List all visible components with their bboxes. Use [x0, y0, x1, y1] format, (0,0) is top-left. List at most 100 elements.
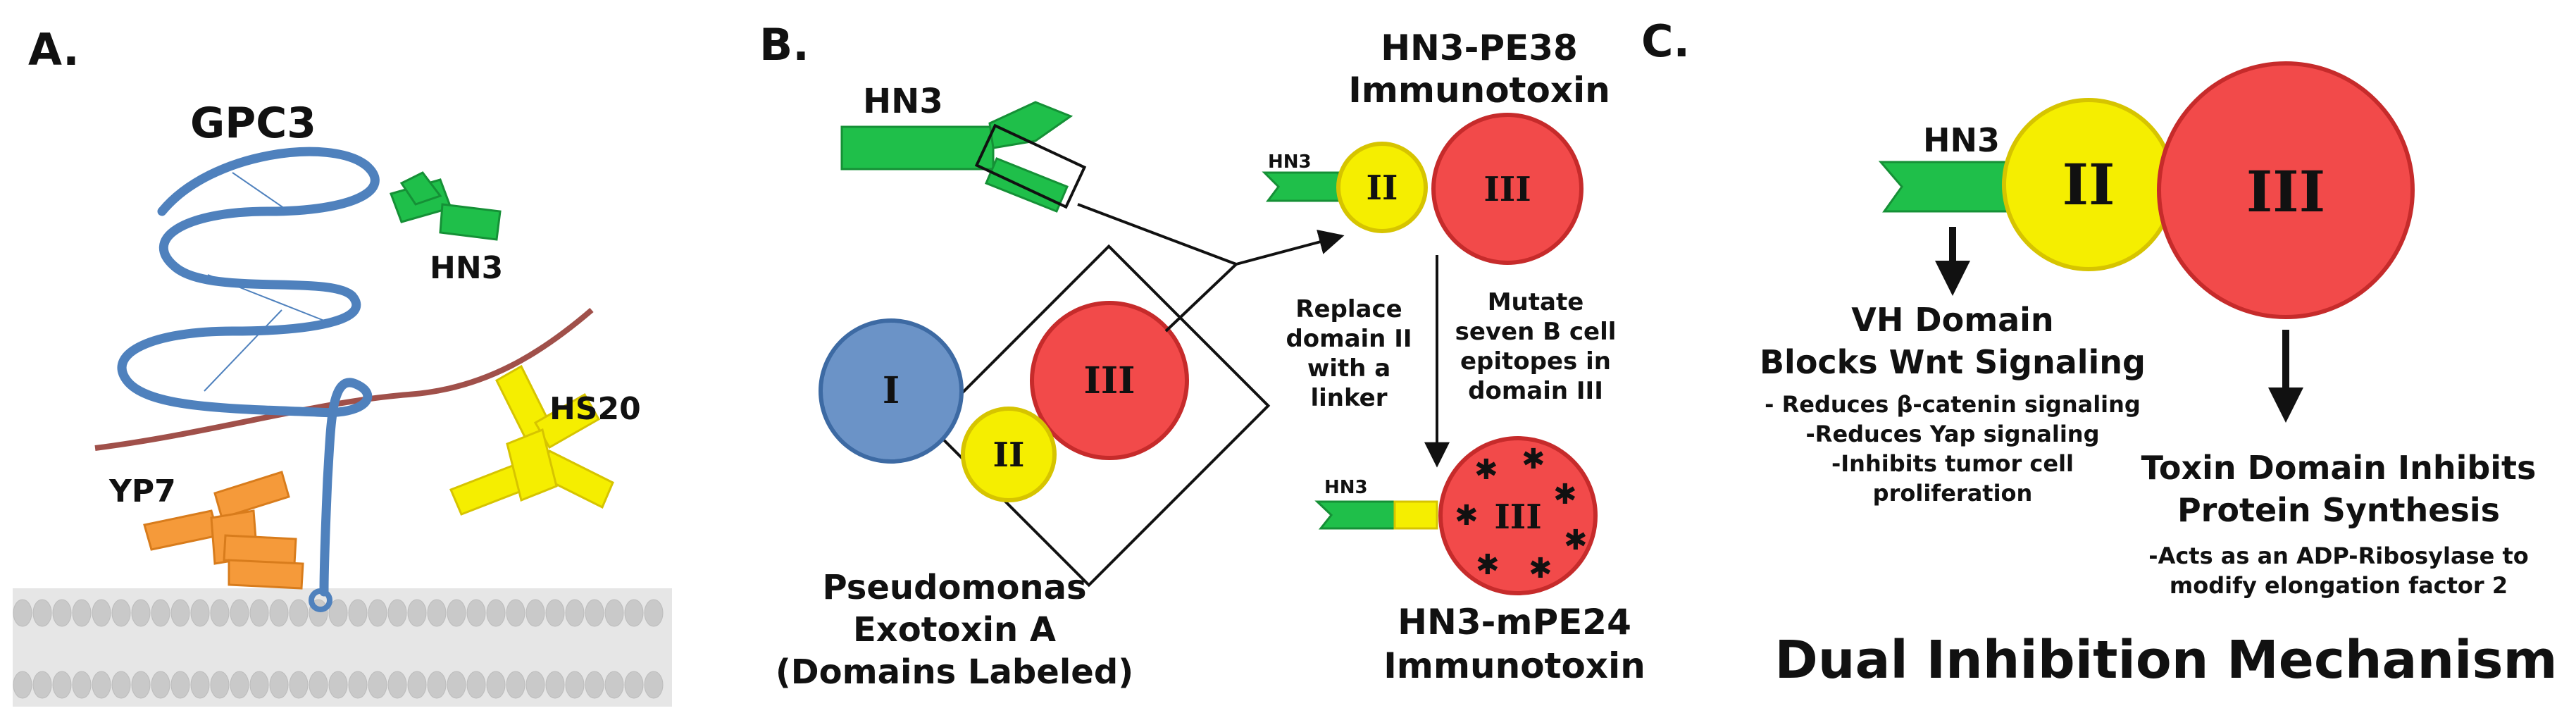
membrane-lipid-head: [525, 599, 545, 627]
exotoxin-domain-i: [819, 318, 964, 464]
membrane-lipid-head: [230, 599, 249, 627]
membrane-lipid-head: [131, 599, 151, 627]
exotoxin-domain-i-label: I: [883, 369, 900, 412]
mutate-text-line1: Mutate: [1488, 288, 1584, 316]
svg-text:✱: ✱: [1476, 549, 1500, 581]
membrane-lipid-head: [466, 671, 486, 699]
mutate-text-line2: seven B cell: [1455, 318, 1617, 346]
svg-text:✱: ✱: [1474, 454, 1498, 486]
membrane-lipid-head: [348, 599, 368, 627]
membrane-lipid-head: [72, 671, 92, 699]
membrane-lipid-head: [604, 671, 624, 699]
membrane-lipid-head: [565, 671, 585, 699]
membrane-lipid-head: [13, 599, 32, 627]
membrane-lipid-head: [427, 671, 447, 699]
vh-to-fusion-line: [1077, 203, 1237, 266]
membrane-lipid-head: [447, 599, 466, 627]
replace-text-line4: linker: [1310, 384, 1387, 412]
membrane-lipid-head: [387, 599, 407, 627]
pe38-domain-iii: [1431, 113, 1583, 265]
membrane-lipid-head: [447, 671, 466, 699]
pe38-title-line2: Immunotoxin: [1348, 70, 1610, 111]
membrane-lipid-head: [407, 599, 427, 627]
panel-a: A. GPC3 HN3: [13, 24, 672, 707]
membrane-lipid-head: [111, 599, 131, 627]
exotoxin-domain-ii-label: II: [993, 435, 1025, 475]
exotoxin-title-line2: Exotoxin A: [853, 610, 1056, 650]
membrane-lipid-head: [249, 671, 269, 699]
toxin-title-line1: Toxin Domain Inhibits: [2141, 449, 2537, 487]
vh-title-line2: Blocks Wnt Signaling: [1760, 343, 2146, 381]
membrane-lipid-head: [170, 599, 190, 627]
panel-c: C. HN3 II III VH Domain Blocks Wnt Signa…: [1641, 16, 2558, 690]
membrane-lipid-head: [545, 599, 565, 627]
membrane-lipid-head: [506, 671, 525, 699]
membrane-lipid-head: [151, 599, 170, 627]
membrane-lipid-head: [348, 671, 368, 699]
exotoxin-domain-iii-label: III: [1084, 359, 1135, 402]
membrane-lipid-head: [92, 599, 111, 627]
membrane-beads-top: [13, 599, 664, 627]
toxin-domain-iii-label-panel-c: III: [2246, 159, 2325, 225]
membrane-lipid-head: [269, 599, 289, 627]
membrane-lipid-head: [387, 671, 407, 699]
pe38-domain-iii-label: III: [1483, 170, 1531, 209]
membrane-lipid-head: [13, 671, 32, 699]
mpe24-domain-iii-label: III: [1494, 497, 1541, 537]
replace-text-line2: domain II: [1286, 325, 1412, 353]
replace-text-line3: with a: [1307, 354, 1390, 383]
hn3-antibody-panel-a: [390, 171, 502, 241]
membrane-lipid-head: [32, 671, 52, 699]
membrane-lipid-head: [604, 599, 624, 627]
membrane-lipid-head: [190, 599, 210, 627]
membrane-lipid-head: [72, 599, 92, 627]
membrane-lipid-head: [624, 671, 644, 699]
membrane-lipid-head: [230, 671, 249, 699]
mutate-text-line4: domain III: [1468, 377, 1603, 405]
membrane-lipid-head: [565, 599, 585, 627]
membrane-lipid-head: [151, 671, 170, 699]
membrane-lipid-head: [644, 599, 664, 627]
vh-bullet-3-line1: -Inhibits tumor cell: [1831, 450, 2074, 477]
membrane-lipid-head: [52, 671, 72, 699]
hs20-label: HS20: [549, 391, 641, 427]
domain-ii-iii-selection-box: [927, 244, 1271, 588]
membrane-lipid-head: [328, 599, 348, 627]
membrane-lipid-head: [368, 671, 387, 699]
membrane-lipid-head: [368, 599, 387, 627]
membrane-lipid-head: [644, 671, 664, 699]
mpe24-linker: [1393, 500, 1438, 530]
panel-b-letter: B.: [759, 19, 809, 70]
hn3-label-panel-a: HN3: [430, 250, 503, 286]
membrane-lipid-head: [32, 599, 52, 627]
membrane-lipid-head: [466, 599, 486, 627]
mpe24-hn3-tag: HN3: [1324, 477, 1368, 498]
mpe24-hn3-fragment: [1314, 500, 1400, 530]
domain-to-fusion-line: [1164, 263, 1238, 333]
mutated-epitope-markers: ✱ ✱ ✱ ✱ ✱ ✱ ✱: [1455, 443, 1588, 585]
hs20-antibody: [449, 364, 614, 516]
svg-text:✱: ✱: [1522, 443, 1545, 476]
pe38-hn3-fragment: [1262, 171, 1343, 202]
membrane-lipid-head: [52, 599, 72, 627]
membrane-lipid-head: [585, 599, 604, 627]
vh-bullet-3-line2: proliferation: [1873, 480, 2033, 507]
membrane-lipid-head: [170, 671, 190, 699]
heparan-sulfate-chain: [94, 307, 594, 451]
vh-domain-selection-box: [974, 123, 1087, 209]
membrane-lipid-head: [506, 599, 525, 627]
toxin-desc-line2: modify elongation factor 2: [2170, 572, 2508, 599]
exotoxin-title-line1: Pseudomonas: [822, 568, 1086, 607]
fusion-arrow[interactable]: [1236, 229, 1345, 266]
vh-bullet-1: - Reduces β-catenin signaling: [1765, 391, 2141, 418]
membrane-lipid-head: [407, 671, 427, 699]
membrane-lipid-head: [309, 671, 328, 699]
membrane-lipid-head: [210, 671, 230, 699]
membrane-lipid-head: [269, 671, 289, 699]
panel-a-letter: A.: [28, 24, 80, 75]
exotoxin-domain-iii: [1030, 301, 1189, 460]
mpe24-domain-iii: [1438, 436, 1598, 595]
hn3-label-panel-c: HN3: [1923, 121, 2000, 159]
yp7-antibody: [143, 471, 304, 590]
